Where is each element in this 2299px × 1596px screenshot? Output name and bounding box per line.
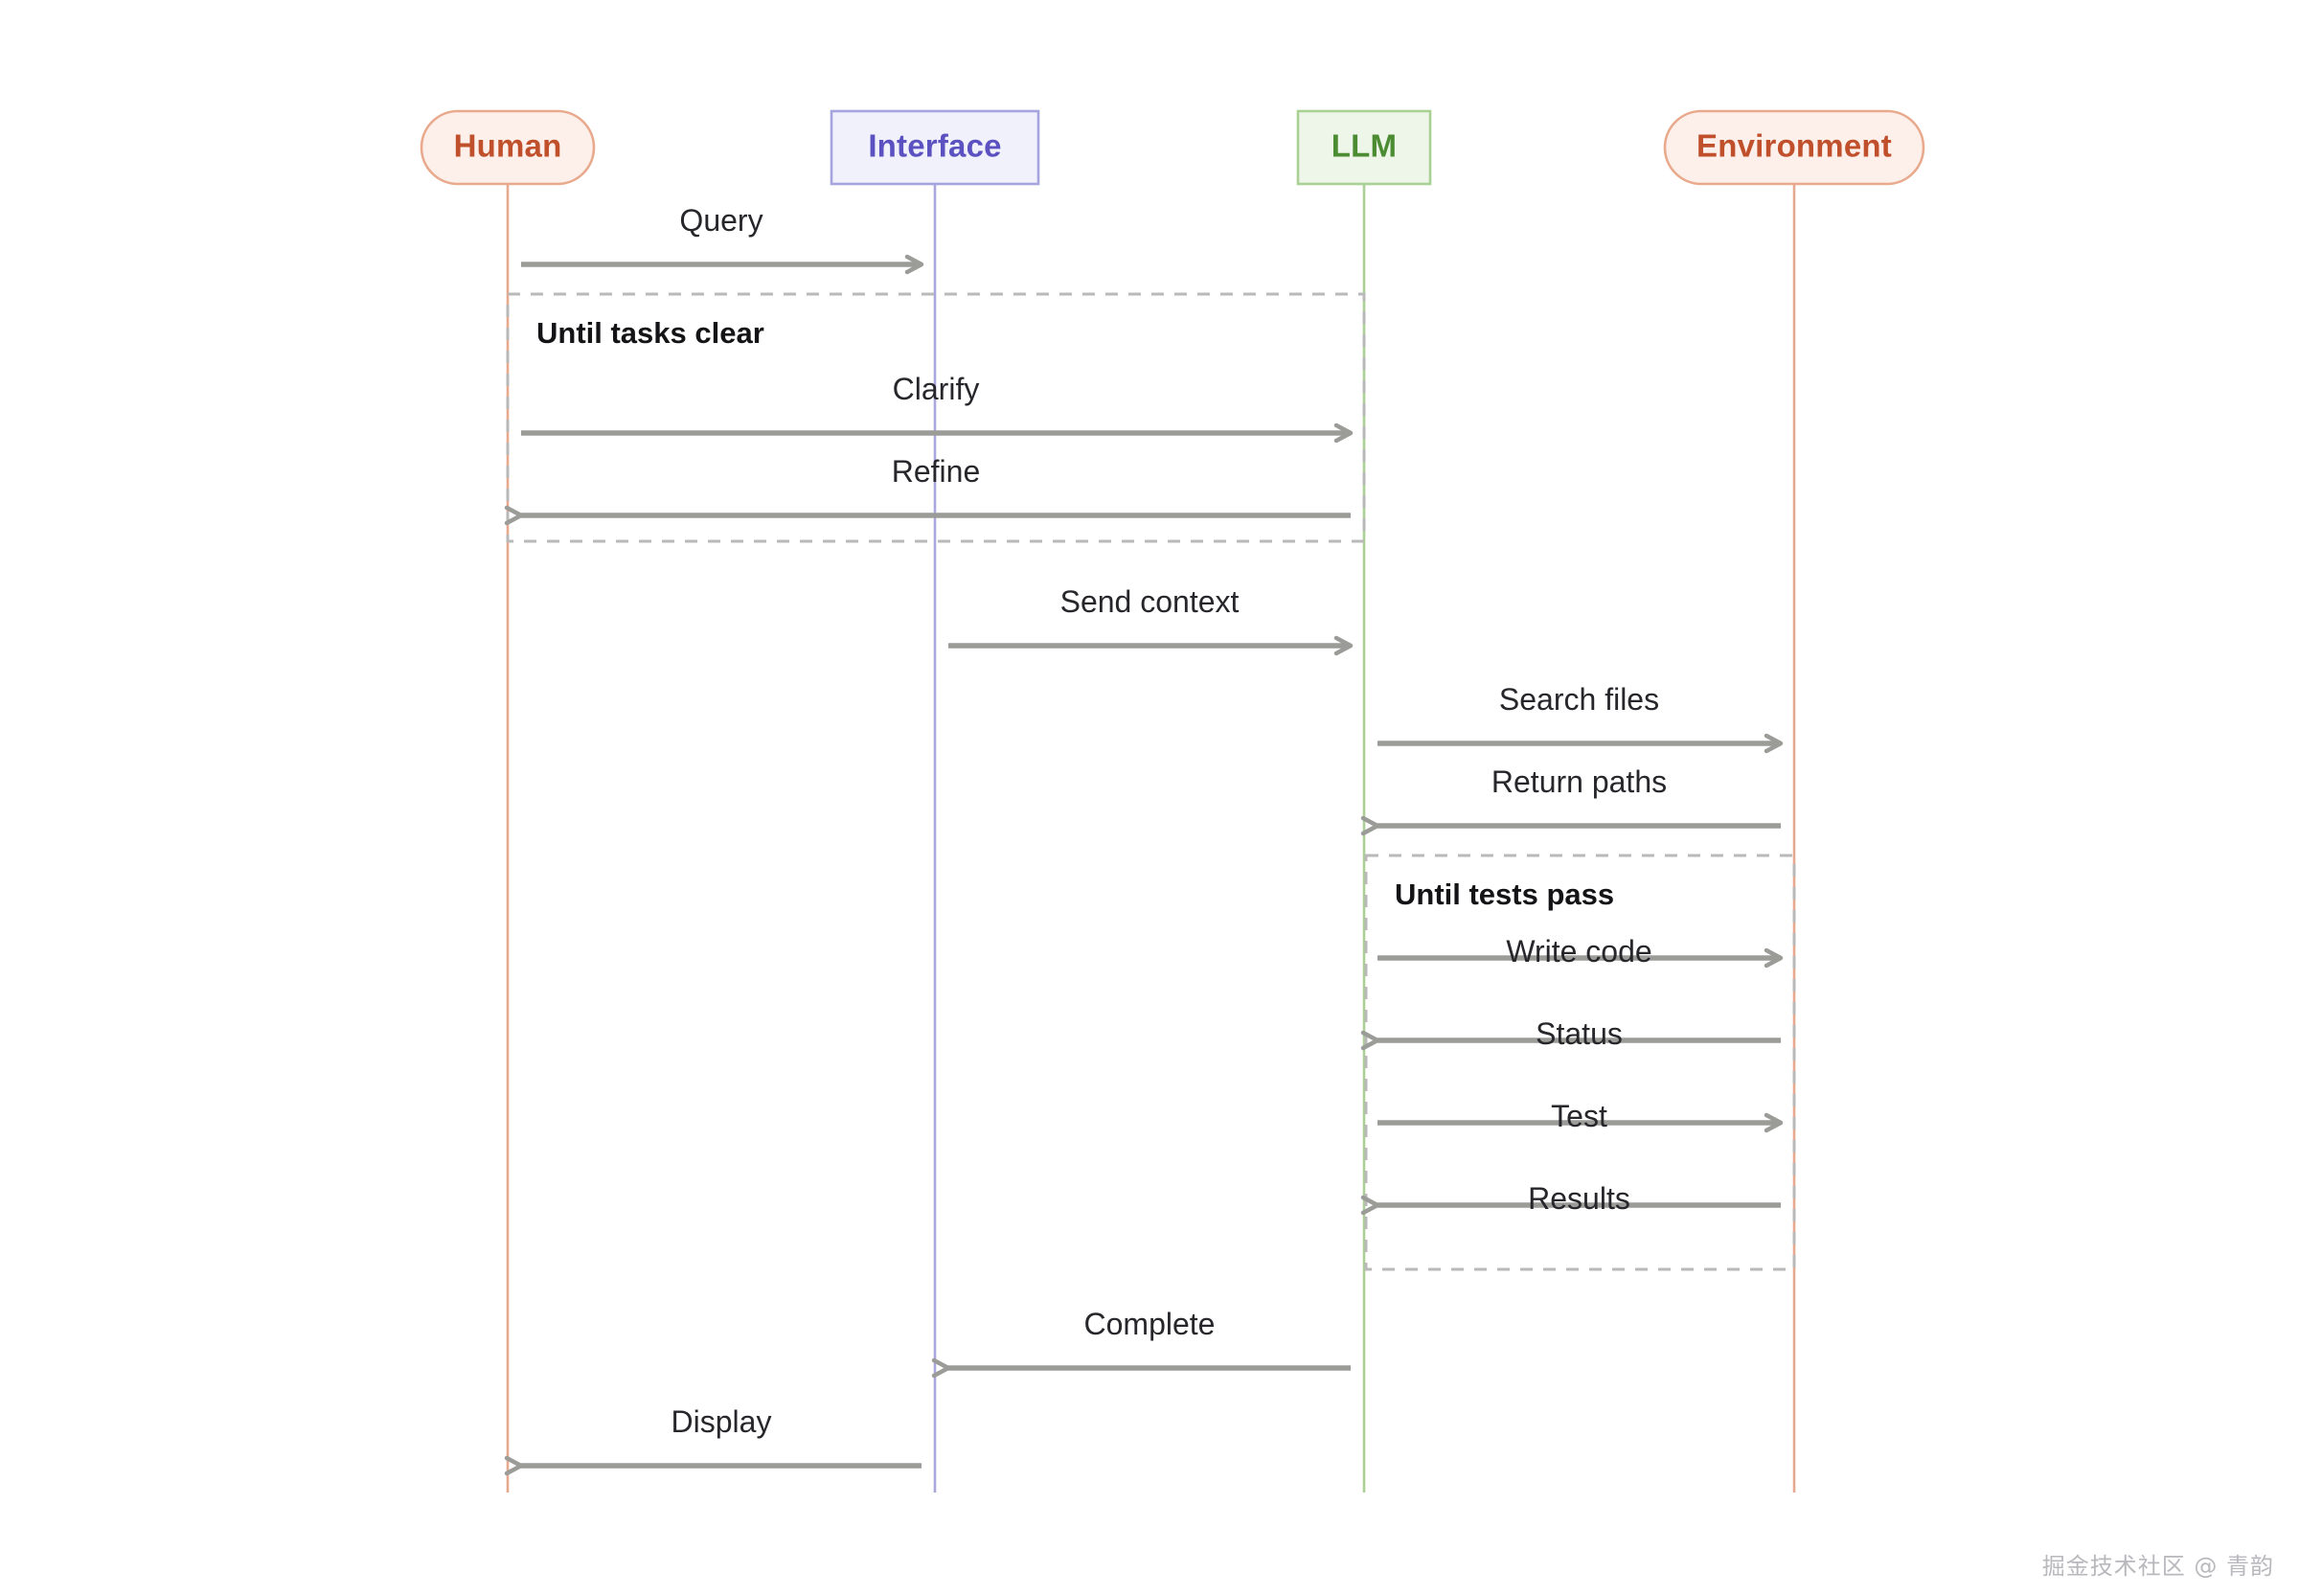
message-label-display: Display xyxy=(671,1404,772,1439)
message-label-send-context: Send context xyxy=(1060,584,1240,619)
message-label-status: Status xyxy=(1536,1016,1623,1051)
actor-label-llm: LLM xyxy=(1332,128,1397,164)
actor-box-environment[interactable] xyxy=(1663,109,1925,186)
loop-title-until-tasks-clear: Until tasks clear xyxy=(536,316,764,350)
actor-label-environment: Environment xyxy=(1696,128,1892,164)
message-label-refine: Refine xyxy=(892,454,981,489)
loop-box-until-tests-pass xyxy=(1364,854,1796,1271)
message-label-search-files: Search files xyxy=(1499,682,1659,717)
actor-boxes-group: Human Interface LLM Environment xyxy=(420,109,1925,186)
message-label-clarify: Clarify xyxy=(893,372,980,406)
actor-label-interface: Interface xyxy=(868,128,1001,164)
message-label-write-code: Write code xyxy=(1506,934,1651,969)
actor-box-interface[interactable] xyxy=(830,109,1040,186)
message-label-return-paths: Return paths xyxy=(1491,764,1667,799)
message-label-complete: Complete xyxy=(1084,1307,1216,1341)
lifelines-group xyxy=(506,182,1796,1493)
actor-box-llm[interactable] xyxy=(1296,109,1432,186)
actor-label-human: Human xyxy=(454,128,562,164)
message-label-results: Results xyxy=(1528,1181,1630,1216)
message-label-query: Query xyxy=(679,203,763,238)
watermark: 掘金技术社区 @ 青韵 xyxy=(2041,1553,2274,1580)
message-label-test: Test xyxy=(1551,1099,1607,1133)
actor-box-human[interactable] xyxy=(420,109,596,186)
loop-title-until-tests-pass: Until tests pass xyxy=(1395,878,1614,911)
